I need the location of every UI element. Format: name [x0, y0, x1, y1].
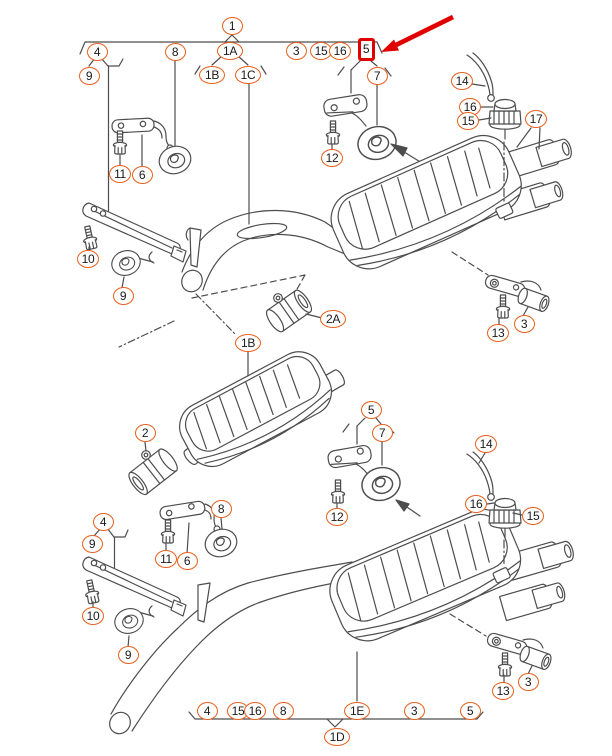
- callout-12[interactable]: 12: [321, 149, 343, 167]
- callout-9[interactable]: 9: [117, 646, 139, 664]
- callout-1[interactable]: 1: [221, 17, 243, 35]
- lower-bracket-3-13-bottom: [449, 613, 553, 684]
- callout-9[interactable]: 9: [78, 67, 100, 85]
- callout-11[interactable]: 11: [155, 550, 177, 568]
- rear-muffler-bottom: [320, 500, 574, 653]
- callout-6[interactable]: 6: [176, 552, 198, 570]
- callout-1E[interactable]: 1E: [344, 702, 370, 720]
- center-muffler-1b: [179, 350, 345, 468]
- callout-8[interactable]: 8: [210, 500, 232, 518]
- callout-2[interactable]: 2: [134, 424, 156, 442]
- oxygen-sensor-top: [466, 52, 522, 219]
- leader-dashes-top: [118, 293, 237, 348]
- callout-5-highlighted[interactable]: 5: [357, 37, 375, 61]
- callout-14[interactable]: 14: [451, 72, 473, 90]
- callout-9[interactable]: 9: [81, 535, 103, 553]
- muffler-bracket-5-bottom: [327, 417, 421, 517]
- callout-4[interactable]: 4: [92, 513, 114, 531]
- callout-8[interactable]: 8: [164, 43, 186, 61]
- front-pipe-top: [181, 209, 351, 293]
- callout-1B[interactable]: 1B: [235, 334, 261, 352]
- callout-5[interactable]: 5: [360, 401, 382, 419]
- clamp-2: [128, 441, 178, 496]
- callout-9[interactable]: 9: [112, 287, 134, 305]
- callout-17[interactable]: 17: [525, 110, 547, 128]
- callout-16[interactable]: 16: [329, 42, 351, 60]
- callout-6[interactable]: 6: [131, 166, 153, 184]
- callout-13[interactable]: 13: [487, 324, 509, 342]
- callout-5[interactable]: 5: [459, 702, 481, 720]
- hanger-bracket-assembly-top-left: [111, 117, 195, 179]
- callout-4[interactable]: 4: [196, 702, 218, 720]
- callout-10[interactable]: 10: [77, 250, 99, 268]
- callout-15[interactable]: 15: [522, 507, 544, 525]
- callout-14[interactable]: 14: [475, 435, 497, 453]
- callout-3[interactable]: 3: [285, 42, 307, 60]
- callout-10[interactable]: 10: [82, 607, 104, 625]
- legend-bracket-bottom: [188, 651, 484, 728]
- callout-3[interactable]: 3: [403, 702, 425, 720]
- callout-3[interactable]: 3: [513, 315, 535, 333]
- callout-12[interactable]: 12: [326, 508, 348, 526]
- callout-7[interactable]: 7: [366, 67, 388, 85]
- callout-13[interactable]: 13: [492, 682, 514, 700]
- callout-11[interactable]: 11: [109, 165, 131, 183]
- hanger-bracket-assembly-bottom-left: [93, 500, 241, 569]
- callout-1C[interactable]: 1C: [235, 66, 261, 84]
- callout-15[interactable]: 15: [457, 112, 479, 130]
- callout-8[interactable]: 8: [272, 702, 294, 720]
- callout-16[interactable]: 16: [244, 702, 266, 720]
- callout-2A[interactable]: 2A: [320, 310, 346, 328]
- oxygen-sensor-bottom: [466, 451, 523, 584]
- callout-1B[interactable]: 1B: [199, 66, 225, 84]
- callout-4[interactable]: 4: [86, 43, 108, 61]
- callout-1A[interactable]: 1A: [217, 42, 243, 60]
- callout-3[interactable]: 3: [517, 673, 539, 691]
- callout-15[interactable]: 15: [227, 702, 249, 720]
- callout-7[interactable]: 7: [371, 424, 393, 442]
- muffler-bracket-5-top: [323, 94, 423, 165]
- callout-1D[interactable]: 1D: [324, 728, 350, 746]
- lower-bracket-3-13-top: [451, 251, 551, 326]
- callout-16[interactable]: 16: [465, 495, 487, 513]
- front-pipe-bottom: [109, 561, 353, 735]
- clamp-2a: [191, 274, 323, 333]
